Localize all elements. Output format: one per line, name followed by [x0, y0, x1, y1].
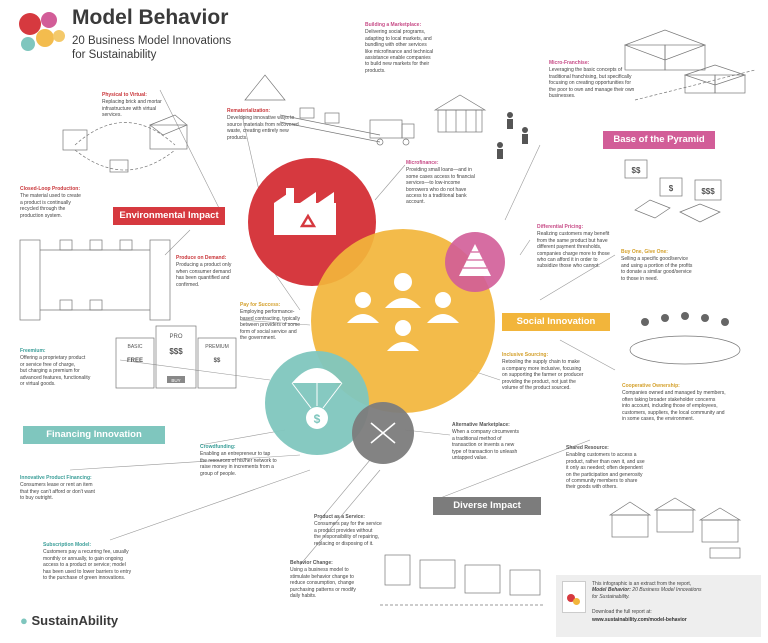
banner-environmental-impact: Environmental Impact	[113, 207, 225, 225]
report-extract-text: This infographic is an extract from the …	[592, 581, 702, 600]
pyramid-icon	[459, 244, 491, 276]
blurb-produce-on-demand: Produce on Demand: Producing a product o…	[176, 255, 232, 288]
blurb-inclusive-sourcing: Inclusive Sourcing: Retooling the supply…	[502, 352, 584, 392]
people-group-icon	[347, 273, 459, 351]
report-download-label: Download the full report at:	[592, 609, 652, 615]
price-label-c: $$$	[701, 187, 715, 196]
blurb-alternative-marketplace: Alternative Marketplace: When a company …	[452, 422, 519, 462]
banner-social-innovation: Social Innovation	[502, 313, 610, 331]
blurb-freemium: Freemium: Offering a proprietary product…	[20, 348, 91, 388]
banner-financing-innovation: Financing Innovation	[23, 426, 165, 444]
blurb-buy-one-give-one: Buy One, Give One: Selling a specific go…	[621, 249, 693, 282]
blurb-shared-resource: Shared Resource: Enabling customers to a…	[566, 445, 645, 491]
blurb-differential-pricing: Differential Pricing: Realizing customer…	[537, 224, 610, 270]
blurb-behavior-change: Behavior Change: Using a business model …	[290, 560, 356, 600]
freemium-premium-label: $$	[214, 358, 221, 364]
illustration-physical-to-virtual	[62, 114, 188, 173]
illustration-behavior-change	[380, 554, 545, 606]
freemium-buy-label: BUY	[171, 378, 180, 383]
illustration-differential-pricing: $$ $ $$$	[624, 159, 722, 223]
price-label-a: $$	[632, 166, 641, 175]
money-parachute-icon: $	[291, 368, 343, 429]
price-label-b: $	[669, 184, 674, 193]
page-title: Model Behavior	[72, 6, 229, 29]
illustration-closed-loop	[19, 239, 171, 321]
freemium-pro-title: PRO	[169, 334, 182, 340]
svg-text:$: $	[314, 412, 321, 426]
blurb-cooperative-ownership: Cooperative Ownership: Companies owned a…	[622, 383, 726, 423]
blurb-physical-to-virtual: Physical to Virtual: Replacing brick and…	[102, 92, 162, 119]
blurb-innovative-product-financing: Innovative Product Financing: Consumers …	[20, 475, 95, 502]
logo-mark-icon: ●	[20, 613, 28, 628]
blurb-microfinance: Microfinance: Providing small loans—and …	[406, 160, 475, 206]
blurb-rematerialization: Rematerialization: Developing innovative…	[227, 108, 299, 141]
blurb-product-as-a-service: Product as a Service: Consumers pay for …	[314, 514, 382, 547]
report-url-link[interactable]: www.sustainability.com/model-behavior	[592, 617, 687, 623]
logo-dots	[19, 12, 65, 51]
blurb-subscription-model: Subscription Model: Customers pay a recu…	[43, 542, 132, 582]
banner-diverse-impact: Diverse Impact	[433, 497, 541, 515]
illustration-micro-franchise	[624, 29, 756, 101]
illustration-freemium: BASIC FREE PRO $$$ PREMIUM $$ BUY	[115, 325, 237, 389]
blurb-micro-franchise: Micro-Franchise: Leveraging the basic co…	[549, 60, 635, 100]
blurb-pay-for-success: Pay for Success: Employing performance-b…	[240, 302, 301, 342]
illustration-bank-people	[433, 94, 528, 159]
freemium-basic-title: BASIC	[127, 344, 142, 350]
blurb-crowdfunding: Crowdfunding: Enabling an entrepreneur t…	[200, 444, 277, 477]
freemium-basic-label: FREE	[127, 358, 143, 364]
blurb-building-a-marketplace: Building a Marketplace: Delivering socia…	[365, 22, 434, 74]
illustration-rematerialization	[244, 74, 415, 146]
banner-base-of-the-pyramid: Base of the Pyramid	[603, 131, 715, 149]
illustration-cooperative-table	[629, 312, 741, 365]
sustainability-logo: ● SustainAbility	[20, 613, 119, 628]
report-info-box: This infographic is an extract from the …	[556, 575, 761, 637]
arrows-out-icon	[370, 422, 396, 444]
illustration-shared-resource	[608, 497, 742, 559]
freemium-premium-title: PREMIUM	[205, 344, 229, 350]
freemium-pro-label: $$$	[169, 347, 183, 356]
report-cover-thumbnail	[562, 581, 586, 613]
blurb-closed-loop-production: Closed-Loop Production: The material use…	[20, 186, 81, 219]
